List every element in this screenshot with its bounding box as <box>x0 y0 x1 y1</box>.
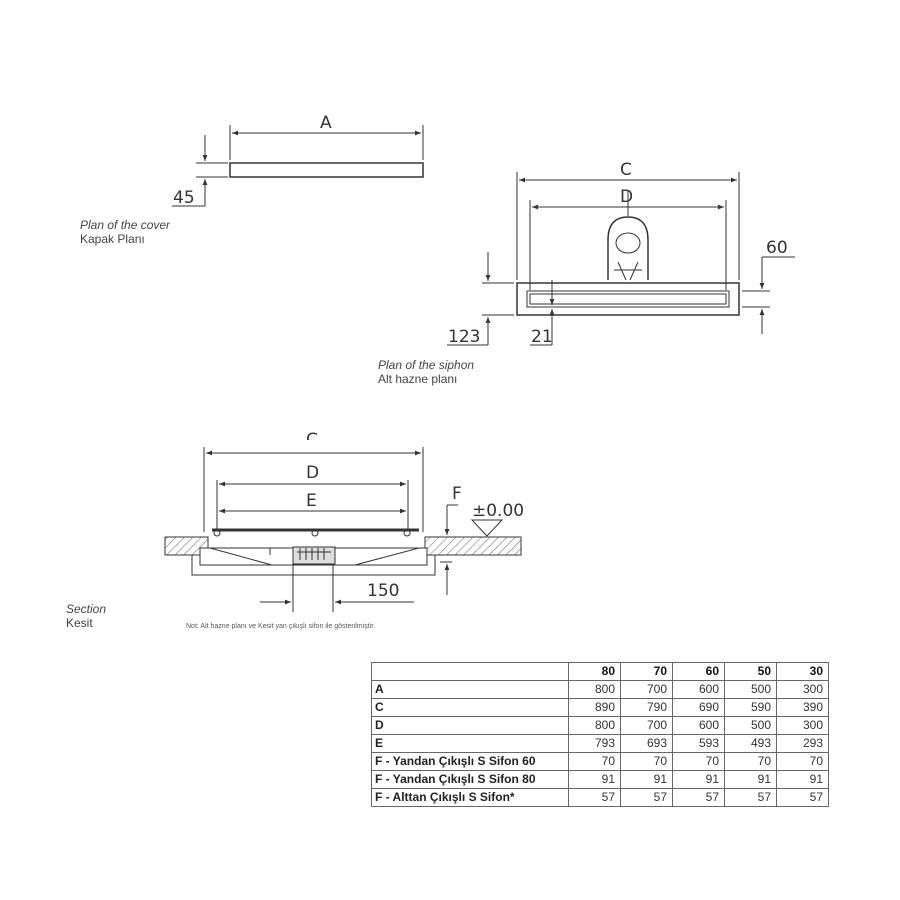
value-cell: 57 <box>776 788 829 807</box>
dim-d-label: D <box>620 187 633 207</box>
section-caption-tr: Kesit <box>66 616 93 630</box>
siphon-caption-tr: Alt hazne planı <box>378 372 458 386</box>
dim-45-label: 45 <box>173 188 195 208</box>
section-note: Not: Alt hazne planı ve Kesit yan çıkışl… <box>186 623 376 630</box>
value-cell: 493 <box>724 734 777 753</box>
value-cell: 600 <box>672 716 725 735</box>
header-cell: 70 <box>620 662 673 681</box>
header-cell <box>371 662 569 681</box>
cover-plan <box>172 125 424 207</box>
siphon-caption: Plan of the siphon Alt hazne planı <box>378 358 474 386</box>
value-cell: 500 <box>724 680 777 699</box>
value-cell: 70 <box>776 752 829 771</box>
value-cell: 70 <box>672 752 725 771</box>
value-cell: 91 <box>672 770 725 789</box>
section-caption-en: Section <box>66 602 107 616</box>
header-cell: 30 <box>776 662 829 681</box>
siphon-caption-en: Plan of the siphon <box>378 358 475 372</box>
value-cell: 890 <box>568 698 621 717</box>
dim-a-label: A <box>320 113 332 133</box>
value-cell: 700 <box>620 680 673 699</box>
value-cell: 793 <box>568 734 621 753</box>
value-cell: 500 <box>724 716 777 735</box>
value-cell: 91 <box>724 770 777 789</box>
row-label: A <box>371 680 569 699</box>
section-dim-c-label: C <box>306 430 318 450</box>
value-cell: 57 <box>672 788 725 807</box>
dim-21-label: 21 <box>531 327 553 347</box>
value-cell: 690 <box>672 698 725 717</box>
row-label: C <box>371 698 569 717</box>
value-cell: 590 <box>724 698 777 717</box>
value-cell: 70 <box>568 752 621 771</box>
row-label: D <box>371 716 569 735</box>
section-dim-e-label: E <box>306 491 317 511</box>
value-cell: 390 <box>776 698 829 717</box>
value-cell: 293 <box>776 734 829 753</box>
dim-60-label: 60 <box>766 238 788 258</box>
value-cell: 693 <box>620 734 673 753</box>
header-cell: 50 <box>724 662 777 681</box>
value-cell: 91 <box>620 770 673 789</box>
value-cell: 700 <box>620 716 673 735</box>
cover-caption-tr: Kapak Planı <box>80 232 145 246</box>
value-cell: 300 <box>776 716 829 735</box>
value-cell: 800 <box>568 680 621 699</box>
value-cell: 800 <box>568 716 621 735</box>
row-label: F - Yandan Çıkışlı S Sifon 60 <box>371 752 569 771</box>
dim-c-label: C <box>620 160 632 180</box>
value-cell: 300 <box>776 680 829 699</box>
row-label: E <box>371 734 569 753</box>
section-caption: Section Kesit <box>66 602 106 630</box>
value-cell: 91 <box>568 770 621 789</box>
header-cell: 60 <box>672 662 725 681</box>
value-cell: 70 <box>724 752 777 771</box>
value-cell: 600 <box>672 680 725 699</box>
value-cell: 91 <box>776 770 829 789</box>
table-header-row: 80 70 60 50 30 <box>371 662 829 681</box>
dim-123-label: 123 <box>448 327 480 347</box>
row-label: F - Yandan Çıkışlı S Sifon 80 <box>371 770 569 789</box>
value-cell: 57 <box>568 788 621 807</box>
value-cell: 790 <box>620 698 673 717</box>
header-cell: 80 <box>568 662 621 681</box>
level-label: ±0.00 <box>472 501 524 521</box>
value-cell: 593 <box>672 734 725 753</box>
siphon-plan <box>447 172 795 346</box>
dim-150-label: 150 <box>367 581 399 601</box>
cover-caption: Plan of the cover Kapak Planı <box>80 218 170 246</box>
section-dim-f-label: F <box>452 484 462 504</box>
value-cell: 57 <box>724 788 777 807</box>
row-label: F - Alttan Çıkışlı S Sifon* <box>371 788 569 807</box>
value-cell: 57 <box>620 788 673 807</box>
value-cell: 70 <box>620 752 673 771</box>
section-dim-d-label: D <box>306 463 319 483</box>
cover-caption-en: Plan of the cover <box>80 218 171 232</box>
section-view <box>164 447 522 612</box>
